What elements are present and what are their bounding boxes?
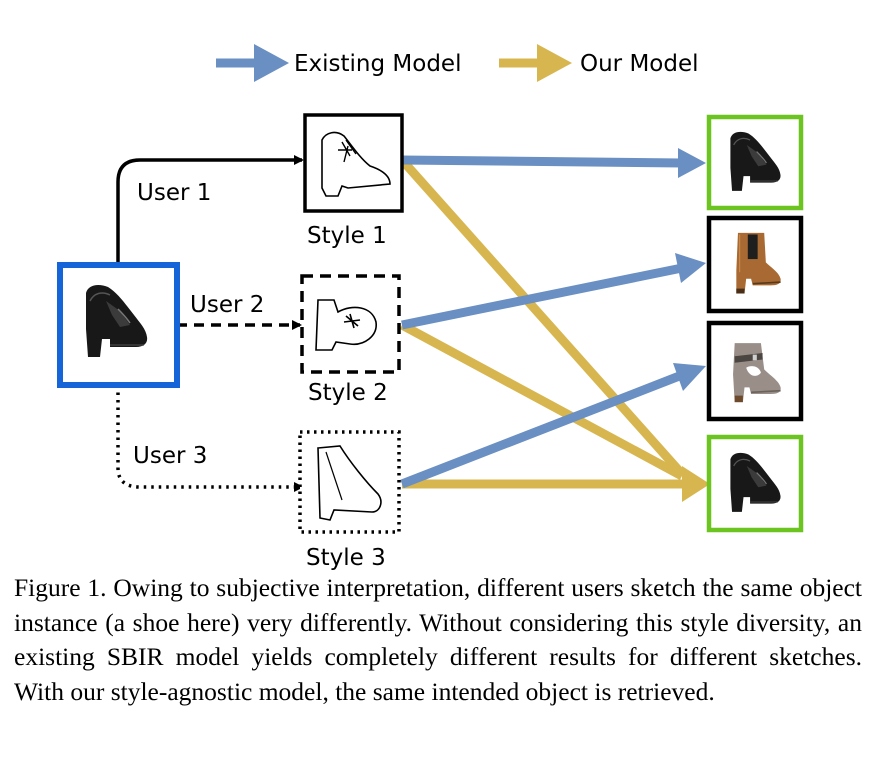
our-arrowhead — [682, 466, 710, 502]
sketch-1-shoe-icon — [321, 131, 391, 197]
result-2 — [706, 215, 804, 314]
existing-arrow-style-2 — [401, 263, 683, 330]
user-3-label: User 3 — [133, 443, 207, 469]
query-image — [57, 262, 180, 388]
existing-arrow-style-1 — [401, 155, 683, 168]
our-model-arrows — [398, 157, 710, 502]
user-3-connector — [116, 385, 304, 492]
user-connectors — [116, 155, 304, 492]
user-1-label: User 1 — [137, 180, 211, 206]
result-3 — [706, 320, 804, 422]
figure-caption: Figure 1. Owing to subjective interpreta… — [14, 573, 862, 706]
sketch-style-2 — [300, 274, 401, 374]
sketch-2-shoe-icon — [315, 299, 377, 351]
our-arrow-style-2 — [399, 321, 685, 480]
user-2-label: User 2 — [190, 292, 264, 318]
style-3-label: Style 3 — [306, 545, 386, 571]
style-2-label: Style 2 — [308, 380, 388, 406]
sketch-3-shoe-icon — [317, 445, 382, 521]
result-4 — [706, 434, 804, 533]
figure-diagram: Existing Model Our Model User 1 User 2 U… — [57, 44, 804, 571]
our-arrow-style-1 — [398, 157, 686, 477]
legend-ours-arrow — [499, 44, 572, 82]
legend-existing-label: Existing Model — [294, 51, 461, 77]
sketch-style-3 — [298, 430, 401, 534]
sketch-style-1 — [303, 113, 404, 213]
legend-existing-arrow — [216, 44, 289, 82]
user-1-connector — [116, 155, 304, 265]
result-1 — [706, 114, 804, 211]
legend-ours-label: Our Model — [580, 51, 699, 77]
existing-model-arrows — [400, 148, 706, 489]
existing-arrow-style-3 — [400, 370, 684, 489]
style-1-label: Style 1 — [307, 223, 387, 249]
legend: Existing Model Our Model — [216, 44, 699, 82]
